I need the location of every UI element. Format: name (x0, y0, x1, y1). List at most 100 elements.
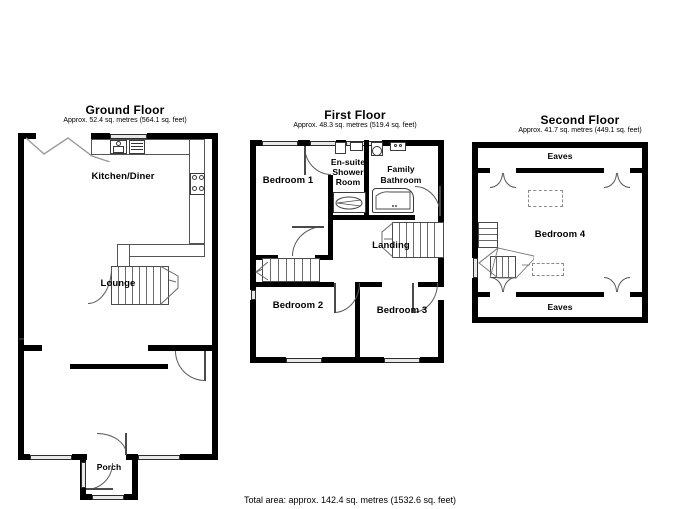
door-arc-lounge (175, 351, 205, 381)
room-label-ensuite-line2: Shower (332, 167, 364, 177)
door-leaf-bedroom2 (334, 283, 336, 313)
staircase-ground (111, 266, 169, 305)
door-leaf-bedroom1 (292, 226, 324, 228)
bathroom-basin-tap-1 (394, 144, 397, 147)
wall-ensuite-right (364, 140, 369, 220)
stair-tread (502, 257, 503, 277)
door-leaf-ensuite (304, 146, 306, 175)
wall-first-top-a (250, 140, 262, 146)
wall-bathroom-bottom (369, 215, 415, 220)
stair-tread (294, 259, 295, 281)
window-porch-bottom (92, 495, 124, 500)
wall-first-left-lower (250, 300, 256, 363)
wall-first-right-upper (438, 140, 444, 285)
total-area-text: Total area: approx. 142.4 sq. metres (15… (243, 495, 457, 505)
wall-bedroom3-top-a (355, 282, 382, 287)
kitchen-hob-burner-4 (199, 186, 204, 191)
stair-tread (399, 223, 400, 257)
wall-bedroom1-bottom-left (256, 255, 278, 260)
wall-bedroom2-top (250, 282, 334, 287)
floor-plan-ground: Ground Floor Approx. 52.4 sq. metres (56… (0, 100, 250, 500)
stair-tread (406, 223, 407, 257)
wall-ground-bottom-d (180, 454, 218, 460)
wall-ground-right-lower (212, 351, 218, 460)
wall-porch-bottom-b (124, 494, 138, 500)
skylight-lower (532, 263, 564, 276)
door-arc-eaves-bottom-right-a (604, 277, 617, 292)
wall-bedroom1-right (328, 220, 333, 260)
wall-ground-top-left (18, 133, 36, 139)
wall-first-bottom-c (420, 357, 444, 363)
room-label-ensuite-line1: En-suite (330, 157, 366, 167)
window-lounge-bottom-left (30, 455, 72, 460)
window-porch-left (81, 462, 86, 488)
wall-bedroom1-bottom-right (315, 255, 333, 260)
kitchen-counter-return (117, 244, 205, 257)
wall-eaves-top-c (630, 168, 642, 173)
second-floor-subtitle: Approx. 41.7 sq. metres (449.1 sq. feet) (518, 127, 642, 134)
wall-kitchen-lounge-right (148, 345, 212, 351)
stair-tread (310, 259, 311, 281)
floor-plan-second: Second Floor Approx. 41.7 sq. metres (44… (460, 100, 700, 350)
door-arc-eaves-top-right-a (604, 173, 617, 188)
door-leaf-bathroom (439, 186, 441, 216)
window-bedroom3-bottom (384, 358, 420, 363)
ground-floor-title: Ground Floor (85, 103, 165, 117)
window-lounge-bottom-right (138, 455, 180, 460)
window-bedroom1-top (262, 141, 298, 146)
kitchen-zigzag-line (25, 137, 111, 162)
stair-tread (278, 259, 279, 281)
ensuite-shower-drain-icon (335, 196, 363, 210)
kitchen-drainer-groove-3 (131, 149, 143, 150)
stair-tread (125, 267, 126, 304)
door-arc-porch-inner (97, 433, 127, 455)
skylight-upper (528, 190, 563, 207)
wall-kitchen-lounge-left (24, 345, 42, 351)
wall-ground-bottom-a (18, 454, 30, 460)
bathroom-bath-inner-icon (375, 191, 411, 210)
staircase-first (392, 222, 444, 258)
wall-first-left-upper (250, 140, 256, 290)
room-label-bathroom-line1: Family (387, 164, 415, 174)
stair-tread (496, 257, 497, 277)
stair-winder-first (381, 221, 395, 259)
door-arc-eaves-top-right-b (617, 173, 630, 188)
room-label-bedroom-4: Bedroom 4 (534, 229, 586, 240)
door-leaf-lounge (204, 351, 206, 381)
wall-first-bottom-b (322, 357, 384, 363)
wall-first-top-b (298, 140, 310, 146)
window-bedroom2-bottom (286, 358, 322, 363)
door-leaf-bedroom3 (412, 283, 414, 313)
first-floor-title: First Floor (324, 108, 386, 122)
stair-tread (479, 228, 497, 229)
wall-ground-top-mid (91, 133, 110, 139)
ensuite-basin (350, 142, 363, 151)
wall-second-top (472, 142, 648, 148)
window-bedroom4-left (473, 258, 478, 278)
kitchen-hob-burner-3 (192, 186, 197, 191)
room-label-ensuite-line3: Room (335, 177, 361, 187)
wall-porch-right (132, 454, 138, 500)
door-arc-bedroom1 (292, 226, 324, 256)
stair-tread (508, 257, 509, 277)
wall-first-bottom-a (250, 357, 286, 363)
room-label-lounge: Lounge (100, 278, 136, 289)
room-label-eaves-top: Eaves (547, 151, 573, 161)
stair-tread (270, 259, 271, 281)
room-label-kitchen-diner: Kitchen/Diner (91, 171, 155, 182)
wall-bedroom23-divider (355, 282, 360, 363)
room-label-eaves-bottom: Eaves (547, 302, 573, 312)
wall-first-right-lower (438, 300, 444, 363)
wall-ensuite-bottom (328, 215, 369, 220)
stair-direction-arrow-first (255, 261, 269, 281)
stair-tread (302, 259, 303, 281)
wall-eaves-bottom-c (630, 292, 642, 297)
stair-tread (139, 267, 140, 304)
wall-second-left-lower (472, 278, 478, 323)
kitchen-sink-bowl (113, 146, 124, 153)
wall-ground-left-lower (18, 338, 24, 460)
stair-tread (160, 267, 161, 304)
wall-ensuite-left (328, 175, 333, 220)
first-floor-subtitle: Approx. 48.3 sq. metres (519.4 sq. feet) (293, 122, 417, 129)
bathroom-basin-tap-2 (399, 144, 402, 147)
